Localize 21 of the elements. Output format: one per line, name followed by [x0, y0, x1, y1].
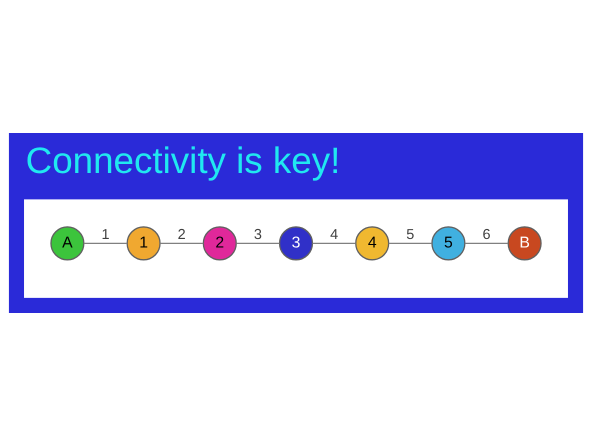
edge-label: 3 — [254, 226, 262, 243]
node-circle: 1 — [126, 226, 161, 260]
connector — [312, 242, 356, 244]
connector — [84, 242, 128, 244]
node-circle: 4 — [355, 226, 390, 260]
connector — [236, 242, 280, 244]
edge-label: 6 — [482, 226, 491, 243]
edge-label: 1 — [101, 226, 110, 243]
connector — [160, 242, 204, 244]
connector — [388, 242, 432, 244]
connector — [464, 242, 508, 244]
node-circle: 2 — [202, 226, 237, 260]
node-circle: 5 — [431, 226, 466, 260]
edge-label: 4 — [330, 226, 338, 243]
node-circle: A — [50, 226, 84, 260]
cluster — [24, 198, 568, 298]
node-circle: B — [508, 226, 542, 260]
edge-label: 5 — [406, 226, 414, 243]
edge-label: 2 — [178, 226, 186, 243]
node-circle: 3 — [278, 226, 314, 260]
diagram-title: Connectivity is key! — [26, 139, 340, 180]
